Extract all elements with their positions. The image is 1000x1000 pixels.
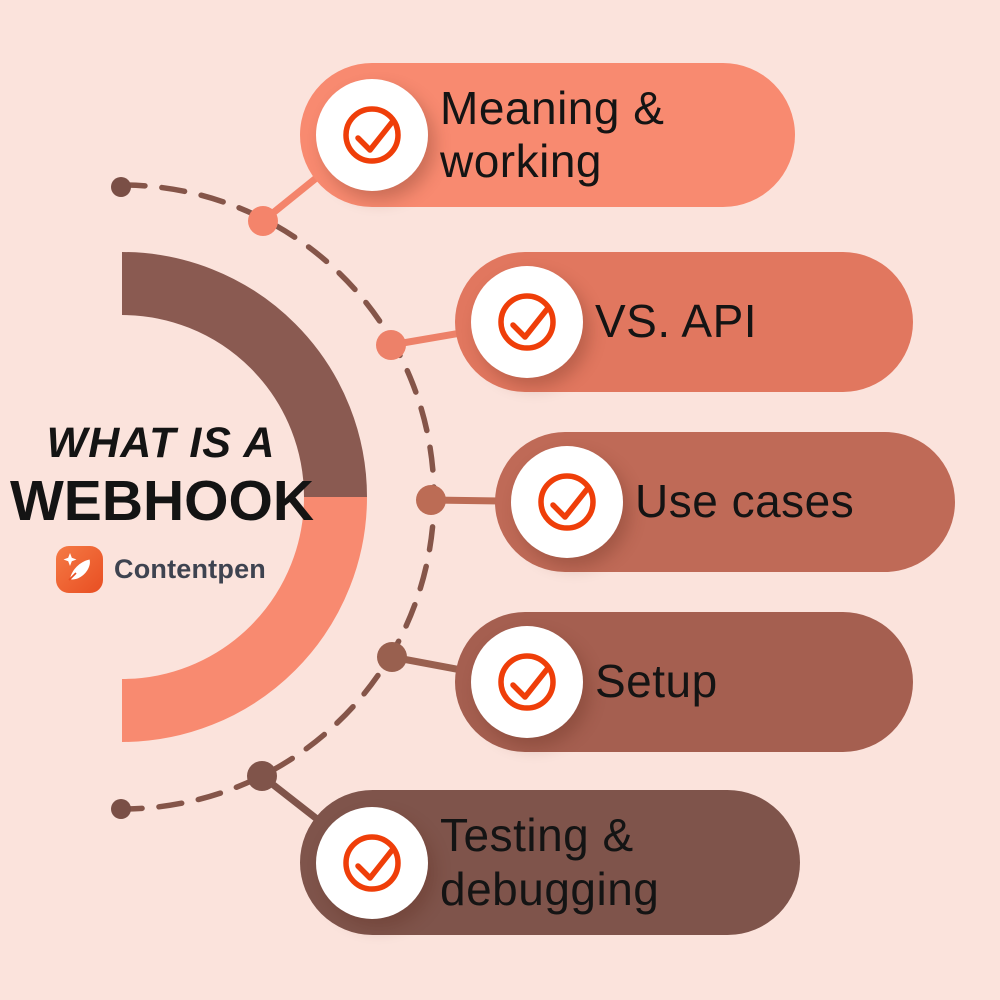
check-bubble (471, 626, 583, 738)
donut-arc-top (121, 252, 367, 498)
donut-arc-bottom (121, 496, 367, 742)
brand-name: Contentpen (114, 554, 266, 585)
title-block: WHAT IS A WEBHOOK Contentpen (10, 418, 314, 594)
topic-label: Use cases (635, 475, 855, 528)
connector-dot-1 (248, 206, 278, 236)
check-icon (343, 833, 401, 892)
page-title: WEBHOOK (10, 468, 314, 533)
connector-dot-4 (377, 642, 407, 672)
check-bubble (316, 79, 428, 191)
title-kicker: WHAT IS A (46, 419, 276, 467)
connector-dot-2 (376, 330, 406, 360)
sparkle-icon (63, 553, 77, 567)
ring-end-dot-bottom (111, 799, 131, 819)
check-bubble (471, 266, 583, 378)
brand-row: Contentpen (10, 546, 312, 594)
connector-dot-5 (247, 761, 277, 791)
topic-label: Meaning & working (440, 81, 665, 187)
ring-end-dot-top (111, 177, 131, 197)
topic-pill-vs-api: VS. API (455, 252, 913, 392)
topic-pill-use-cases: Use cases (495, 432, 955, 572)
topic-label: Testing & debugging (440, 809, 660, 915)
check-bubble (316, 806, 428, 919)
topic-pill-setup: Setup (455, 612, 913, 752)
topic-pill-meaning-working: Meaning & working (300, 63, 795, 207)
topic-label: VS. API (595, 295, 758, 348)
connector-dot-3 (416, 485, 446, 515)
check-icon (498, 653, 556, 711)
contentpen-logo-icon (56, 546, 103, 594)
check-icon (538, 473, 596, 531)
check-icon (498, 293, 556, 351)
check-icon (343, 106, 401, 164)
topic-pill-testing-debugging: Testing & debugging (300, 790, 800, 935)
topic-label: Setup (595, 655, 718, 708)
check-bubble (511, 446, 623, 558)
